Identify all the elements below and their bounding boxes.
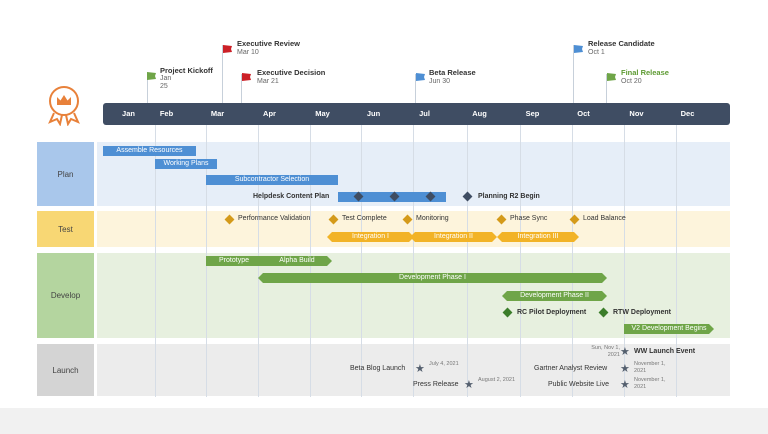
milestone-stick <box>147 73 148 103</box>
month-label: May <box>315 109 330 118</box>
beta-blog-date: July 4, 2021 <box>429 361 459 367</box>
flag-icon <box>416 73 425 81</box>
task-working-plans[interactable]: Working Plans <box>155 159 217 169</box>
performance-validation-label: Performance Validation <box>238 215 311 222</box>
test-complete-label: Test Complete <box>342 215 387 222</box>
task-development-phase-2[interactable]: Development Phase II <box>502 291 607 301</box>
planning-r2-label: Planning R2 Begin <box>478 193 540 200</box>
milestone-release-candidate-date: Oct 1 <box>588 49 605 56</box>
gridline <box>413 125 414 397</box>
milestone-project-kickoff-date: Jan 25 <box>160 75 172 90</box>
rc-pilot-label: RC Pilot Deployment <box>517 309 587 316</box>
month-label: Nov <box>629 109 644 118</box>
month-label: Apr <box>263 109 276 118</box>
gartner-label: Gartner Analyst Review <box>534 365 608 372</box>
milestone-stick <box>222 45 223 103</box>
public-website-star-icon: ★ <box>620 379 630 391</box>
milestone-executive-decision-title: Executive Decision <box>257 68 326 77</box>
ww-launch-label: WW Launch Event <box>634 348 696 355</box>
milestone-stick <box>573 45 574 103</box>
task-subcontractor-selection[interactable]: Subcontractor Selection <box>206 175 338 185</box>
gridline <box>467 125 468 397</box>
flag-icon <box>223 45 232 53</box>
month-label: Sep <box>525 109 540 118</box>
milestone-final-release-title: Final Release <box>621 68 669 77</box>
milestone-beta-release-date: Jun 30 <box>429 78 451 85</box>
milestone-project-kickoff-title: Project Kickoff <box>160 66 213 75</box>
gridline <box>155 125 156 397</box>
rtw-label: RTW Deployment <box>613 309 671 316</box>
task-development-phase-1[interactable]: Development Phase I <box>258 273 607 283</box>
gartner-star-icon: ★ <box>620 363 630 375</box>
task-prototype[interactable]: Prototype <box>206 256 262 266</box>
month-label: Jul <box>419 109 430 118</box>
task-integration-1[interactable]: Integration I <box>327 232 414 242</box>
monitoring-label: Monitoring <box>416 215 449 222</box>
footer-band <box>0 408 768 434</box>
milestone-stick <box>606 74 607 103</box>
press-release-star-icon: ★ <box>464 379 474 391</box>
phase-sync-label: Phase Sync <box>510 215 548 222</box>
task-v2-development-begins[interactable]: V2 Development Begins <box>624 324 714 334</box>
milestone-stick <box>415 74 416 103</box>
swimlane-plan-label: Plan <box>37 142 94 206</box>
press-release-date: August 2, 2021 <box>478 377 516 383</box>
month-label: Mar <box>210 109 225 118</box>
flag-icon <box>574 45 583 53</box>
milestone-beta-release-title: Beta Release <box>429 68 476 77</box>
swimlane-develop-label: Develop <box>37 253 94 338</box>
timeline-bar: Jan Feb Mar Apr May Jun Jul Aug Sep Oct … <box>103 103 730 125</box>
flag-icon <box>607 73 616 81</box>
month-label: Jun <box>366 109 381 118</box>
task-alpha-build[interactable]: Alpha Build <box>262 256 332 266</box>
swimlane-launch-label: Launch <box>37 344 94 396</box>
ww-launch-star-icon: ★ <box>620 346 630 358</box>
milestone-executive-decision-date: Mar 21 <box>257 78 279 85</box>
gridline <box>676 125 677 397</box>
press-release-label: Press Release <box>413 381 459 388</box>
flag-icon <box>147 72 156 80</box>
task-integration-2[interactable]: Integration II <box>410 232 497 242</box>
month-label: Jan <box>122 109 135 118</box>
gridline <box>572 125 573 397</box>
month-label: Aug <box>472 109 487 118</box>
gridline <box>520 125 521 397</box>
gartner-date: November 1, 2021 <box>634 361 666 374</box>
gridline <box>361 125 362 397</box>
milestone-final-release-date: Oct 20 <box>621 78 642 85</box>
load-balance-label: Load Balance <box>583 215 626 222</box>
ww-launch-date: Sun, Nov 1, 2021 <box>591 345 620 358</box>
gridline <box>624 125 625 397</box>
task-integration-3[interactable]: Integration III <box>497 232 579 242</box>
company-logo-icon <box>48 86 80 126</box>
milestone-stick <box>241 74 242 103</box>
task-assemble-resources[interactable]: Assemble Resources <box>103 146 196 156</box>
public-website-label: Public Website Live <box>548 381 609 388</box>
flag-icon <box>242 73 251 81</box>
swimlane-test-label: Test <box>37 211 94 247</box>
beta-blog-label: Beta Blog Launch <box>350 365 406 372</box>
month-label: Oct <box>577 109 590 118</box>
milestone-release-candidate-title: Release Candidate <box>588 39 655 48</box>
milestone-executive-review-date: Mar 10 <box>237 49 259 56</box>
month-label: Feb <box>159 109 174 118</box>
milestone-executive-review-title: Executive Review <box>237 39 300 48</box>
task-helpdesk-label: Helpdesk Content Plan <box>253 193 330 200</box>
month-label: Dec <box>680 109 695 118</box>
beta-blog-star-icon: ★ <box>415 363 425 375</box>
public-website-date: November 1, 2021 <box>634 377 666 390</box>
